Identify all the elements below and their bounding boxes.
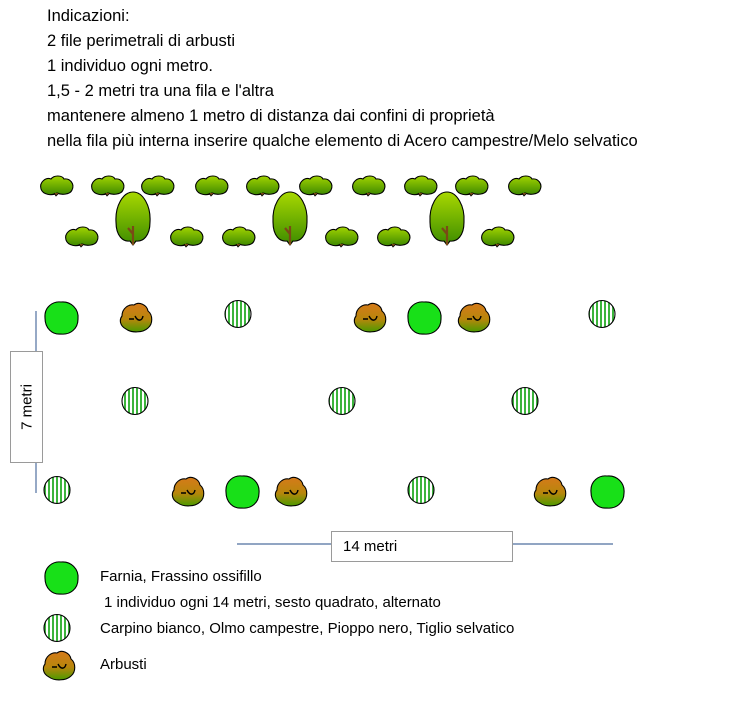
shrub-icon [170, 226, 204, 248]
shrub-icon [246, 175, 280, 197]
farnia-icon [590, 475, 625, 509]
carpino-icon [588, 299, 616, 329]
farnia-icon [44, 301, 79, 335]
instruction-line: nella fila più interna inserire qualche … [47, 132, 638, 150]
horizontal-dimension-box: 14 metri [331, 531, 513, 562]
arbusti-icon [457, 302, 491, 333]
arbusti-icon [274, 476, 308, 507]
legend-farnia-label: Farnia, Frassino ossifillo [100, 568, 262, 585]
shrub-icon [325, 226, 359, 248]
instruction-line: 1,5 - 2 metri tra una fila e l'altra [47, 82, 274, 100]
instruction-line: 2 file perimetrali di arbusti [47, 32, 235, 50]
shrub-icon [455, 175, 489, 197]
carpino-icon [43, 613, 71, 643]
vertical-dimension-label: 7 metri [18, 384, 35, 430]
arbusti-icon [171, 476, 205, 507]
horizontal-dimension-label: 14 metri [343, 538, 398, 555]
shrub-icon [404, 175, 438, 197]
shrub-icon [91, 175, 125, 197]
legend-arbusti-label: Arbusti [100, 656, 147, 673]
farnia-icon [407, 301, 442, 335]
carpino-icon [511, 386, 539, 416]
instructions-block: Indicazioni: 2 file perimetrali di arbus… [47, 4, 638, 154]
shrub-icon [508, 175, 542, 197]
shrub-icon [352, 175, 386, 197]
carpino-icon [43, 475, 71, 505]
shrub-icon [481, 226, 515, 248]
farnia-icon [44, 561, 79, 595]
tree-icon [429, 191, 465, 246]
vertical-dimension-box: 7 metri [10, 351, 43, 463]
tree-icon [115, 191, 151, 246]
shrub-icon [377, 226, 411, 248]
carpino-icon [328, 386, 356, 416]
instructions-heading: Indicazioni: [47, 7, 130, 25]
arbusti-icon [533, 476, 567, 507]
legend-farnia-note: 1 individuo ogni 14 metri, sesto quadrat… [104, 594, 441, 611]
carpino-icon [121, 386, 149, 416]
arbusti-icon [42, 650, 76, 681]
instruction-line: 1 individuo ogni metro. [47, 57, 214, 75]
legend-carpino-label: Carpino bianco, Olmo campestre, Pioppo n… [100, 620, 515, 637]
arbusti-icon [119, 302, 153, 333]
instruction-line: mantenere almeno 1 metro di distanza dai… [47, 107, 495, 125]
shrub-icon [299, 175, 333, 197]
arbusti-icon [353, 302, 387, 333]
shrub-icon [141, 175, 175, 197]
shrub-icon [195, 175, 229, 197]
carpino-icon [224, 299, 252, 329]
shrub-icon [222, 226, 256, 248]
shrub-icon [65, 226, 99, 248]
shrub-icon [40, 175, 74, 197]
farnia-icon [225, 475, 260, 509]
carpino-icon [407, 475, 435, 505]
tree-icon [272, 191, 308, 246]
